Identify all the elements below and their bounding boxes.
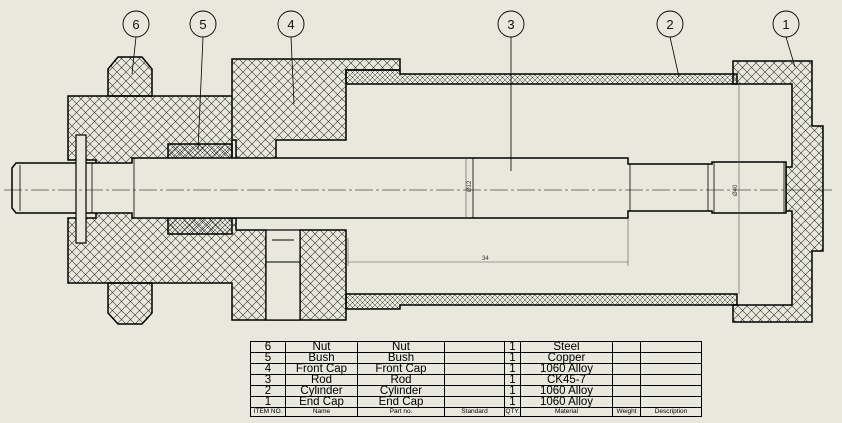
bom-qty: 1: [504, 374, 521, 386]
bom-qty: 1: [504, 396, 521, 408]
bom-standard: [444, 341, 505, 353]
bom-material: Steel: [520, 341, 613, 353]
bom-row: 6 Nut Nut 1 Steel: [250, 341, 702, 353]
bom-weight: [612, 396, 641, 408]
bom-item-no: 1: [250, 396, 286, 408]
bom-row: 2 Cylinder Cylinder 1 1060 Alloy: [250, 385, 702, 397]
balloon-6-number: 6: [132, 17, 139, 32]
bom-header-name: Name: [285, 407, 358, 417]
balloon-5-number: 5: [199, 17, 206, 32]
bom-qty: 1: [504, 363, 521, 375]
bom-name: Front Cap: [285, 363, 358, 375]
bom-material: 1060 Alloy: [520, 363, 613, 375]
bom-header-qty: QTY.: [504, 407, 521, 417]
bom-part-no: Nut: [357, 341, 445, 353]
bom-description: [640, 363, 702, 375]
balloon-5: 5: [189, 10, 217, 38]
bom-part-no: End Cap: [357, 396, 445, 408]
end-cap-part: [732, 60, 824, 323]
bom-header-part-no: Part no.: [357, 407, 445, 417]
bom-part-no: Rod: [357, 374, 445, 386]
bom-item-no: 6: [250, 341, 286, 353]
bom-material: CK45-7: [520, 374, 613, 386]
bom-description: [640, 374, 702, 386]
bom-standard: [444, 385, 505, 397]
bom-item-no: 4: [250, 363, 286, 375]
balloon-leaders: [131, 36, 796, 171]
nut-part: [107, 56, 153, 325]
balloon-3-number: 3: [507, 17, 514, 32]
bom-item-no: 5: [250, 352, 286, 364]
balloon-2-number: 2: [666, 17, 673, 32]
balloon-6: 6: [122, 10, 150, 38]
bom-weight: [612, 374, 641, 386]
bom-description: [640, 352, 702, 364]
bom-description: [640, 396, 702, 408]
bom-weight: [612, 385, 641, 397]
bom-standard: [444, 352, 505, 364]
bom-material: 1060 Alloy: [520, 396, 613, 408]
bom-weight: [612, 352, 641, 364]
bom-qty: 1: [504, 385, 521, 397]
bom-header-material: Material: [520, 407, 613, 417]
bom-row: 1 End Cap End Cap 1 1060 Alloy: [250, 396, 702, 408]
bom-description: [640, 385, 702, 397]
bom-weight: [612, 363, 641, 375]
bom-header-item-no: ITEM NO.: [250, 407, 286, 417]
bom-material: Copper: [520, 352, 613, 364]
bom-material: 1060 Alloy: [520, 385, 613, 397]
bom-name: Rod: [285, 374, 358, 386]
bill-of-materials-table: 6 Nut Nut 1 Steel 5 Bush Bush 1 Copper 4…: [250, 341, 702, 417]
balloon-4: 4: [277, 10, 305, 38]
bom-name: Nut: [285, 341, 358, 353]
bom-standard: [444, 363, 505, 375]
bom-weight: [612, 341, 641, 353]
bom-name: End Cap: [285, 396, 358, 408]
bom-qty: 1: [504, 352, 521, 364]
rod-diameter-dimension: Ø12: [467, 180, 473, 192]
bom-row: 5 Bush Bush 1 Copper: [250, 352, 702, 364]
balloon-1: 1: [772, 10, 800, 38]
bom-standard: [444, 374, 505, 386]
bush-part: [167, 143, 233, 235]
stroke-length-dimension: 34: [482, 256, 489, 262]
bom-row: 3 Rod Rod 1 CK45-7: [250, 374, 702, 386]
bom-part-no: Cylinder: [357, 385, 445, 397]
front-cap-port: [265, 229, 301, 321]
balloon-4-number: 4: [287, 17, 294, 32]
bom-standard: [444, 396, 505, 408]
bom-description: [640, 341, 702, 353]
bom-row: 4 Front Cap Front Cap 1 1060 Alloy: [250, 363, 702, 375]
bom-header-row: ITEM NO. Name Part no. Standard QTY. Mat…: [250, 407, 702, 417]
bom-header-standard: Standard: [444, 407, 505, 417]
bom-part-no: Front Cap: [357, 363, 445, 375]
dimension-lines: [347, 84, 740, 294]
rod-part: [11, 134, 787, 244]
bom-qty: 1: [504, 341, 521, 353]
bore-diameter-dimension: Ø40: [733, 184, 739, 196]
bom-name: Cylinder: [285, 385, 358, 397]
bom-item-no: 2: [250, 385, 286, 397]
bom-part-no: Bush: [357, 352, 445, 364]
bom-item-no: 3: [250, 374, 286, 386]
balloon-3: 3: [497, 10, 525, 38]
bom-name: Bush: [285, 352, 358, 364]
balloon-1-number: 1: [782, 17, 789, 32]
balloon-2: 2: [656, 10, 684, 38]
bom-header-description: Description: [640, 407, 702, 417]
bom-header-weight: Weight: [612, 407, 641, 417]
